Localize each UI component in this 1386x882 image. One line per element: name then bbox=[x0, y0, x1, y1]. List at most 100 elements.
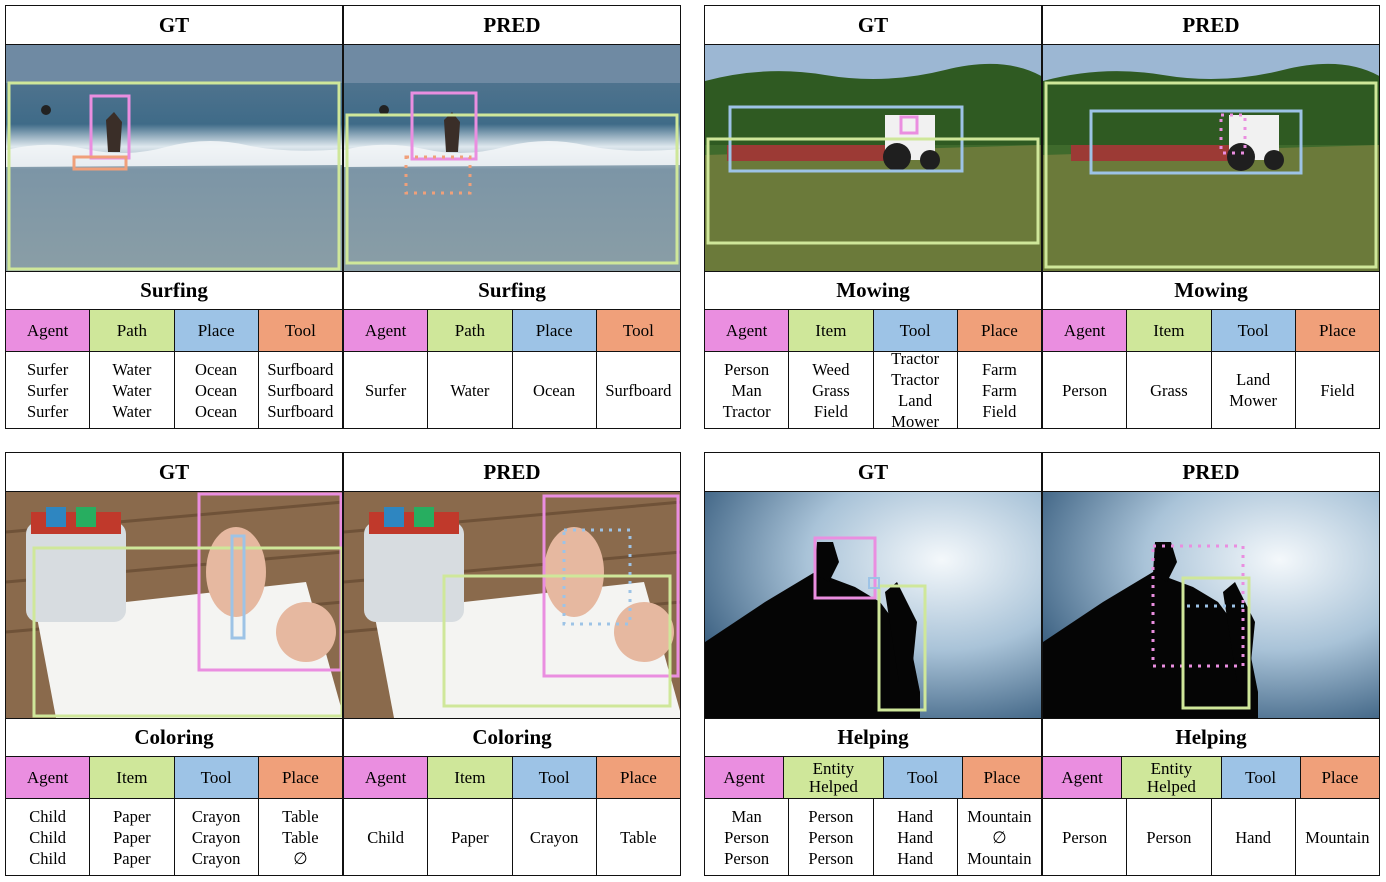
value-cell: Surfboard bbox=[605, 380, 672, 400]
value-cell: Person bbox=[1062, 380, 1108, 400]
value-cell: Water bbox=[450, 380, 490, 400]
value-cell: Surfer bbox=[27, 380, 69, 400]
role-cell: Place bbox=[512, 310, 597, 351]
value-cell: Farm bbox=[981, 359, 1017, 379]
value-cell: Paper bbox=[113, 806, 151, 826]
pred-image-coloring bbox=[343, 492, 681, 718]
pred-header: PRED bbox=[1042, 5, 1380, 45]
value-cell: Ocean bbox=[533, 380, 576, 400]
pred-header: PRED bbox=[343, 5, 681, 45]
value-cell: Person bbox=[724, 848, 770, 868]
value-cell: Crayon bbox=[529, 827, 579, 847]
role-cell: Agent bbox=[1043, 310, 1128, 351]
value-cell: Surfer bbox=[27, 401, 69, 421]
value-cell: Person bbox=[808, 827, 854, 847]
role-cell: Tool bbox=[258, 310, 342, 351]
value-cell: Child bbox=[367, 827, 404, 847]
role-cell: Path bbox=[428, 310, 513, 351]
role-cell: Item bbox=[428, 757, 513, 798]
surfing-scene bbox=[344, 45, 680, 271]
pred-image-mowing bbox=[1042, 45, 1380, 271]
role-cell: Agent bbox=[344, 757, 429, 798]
pred-caption: Mowing bbox=[1042, 271, 1380, 310]
gt-header: GT bbox=[5, 452, 343, 492]
gt-image-helping bbox=[704, 492, 1042, 718]
value-cell: Hand bbox=[897, 806, 933, 826]
pred-image-surfing bbox=[343, 45, 681, 271]
value-cell: Water bbox=[112, 380, 152, 400]
value-cell: Grass bbox=[1150, 380, 1188, 400]
helping-scene bbox=[1043, 492, 1379, 718]
value-cell: Paper bbox=[113, 848, 151, 868]
value-cell: Hand bbox=[897, 848, 933, 868]
value-cell: Hand bbox=[1235, 827, 1271, 847]
value-column: Mountain∅Mountain bbox=[958, 799, 1041, 875]
pred-boxes bbox=[442, 494, 680, 708]
pred-header: PRED bbox=[343, 452, 681, 492]
pred-boxes bbox=[345, 91, 679, 265]
gt-header: GT bbox=[5, 5, 343, 45]
value-cell: Paper bbox=[451, 827, 489, 847]
gt-column: GT Surf bbox=[5, 5, 343, 429]
value-cell: Ocean bbox=[195, 359, 238, 379]
value-cell: Water bbox=[112, 401, 152, 421]
role-cell: Tool bbox=[596, 310, 680, 351]
value-cell: Surfer bbox=[365, 380, 407, 400]
gt-image-coloring bbox=[5, 492, 343, 718]
value-cell: Crayon bbox=[191, 806, 241, 826]
role-cell: Place bbox=[1295, 310, 1379, 351]
value-column: Hand bbox=[1212, 799, 1296, 875]
value-cell: Land Mower bbox=[891, 391, 939, 431]
role-cell: Place bbox=[957, 310, 1041, 351]
gt-boxes bbox=[813, 536, 927, 712]
role-cell: Tool bbox=[1211, 310, 1296, 351]
gt-caption: Helping bbox=[704, 718, 1042, 757]
value-cell: Ocean bbox=[195, 401, 238, 421]
value-cell: Man bbox=[731, 806, 762, 826]
pred-image-helping bbox=[1042, 492, 1380, 718]
gt-boxes bbox=[32, 492, 342, 718]
role-cell: Agent bbox=[6, 310, 91, 351]
value-cell: Child bbox=[29, 827, 66, 847]
value-cell: Surfboard bbox=[267, 401, 334, 421]
pred-value-row: Surfer Water Ocean Surfboard bbox=[343, 352, 681, 429]
value-cell: Table bbox=[620, 827, 657, 847]
role-cell: Place bbox=[1300, 757, 1379, 798]
pred-header: PRED bbox=[1042, 452, 1380, 492]
value-cell: Tractor bbox=[891, 370, 940, 389]
value-cell: Person bbox=[808, 848, 854, 868]
value-column: Table bbox=[597, 799, 680, 875]
gt-caption: Mowing bbox=[704, 271, 1042, 310]
value-cell: ∅ bbox=[293, 848, 308, 868]
value-cell: Surfboard bbox=[267, 359, 334, 379]
value-cell: Hand bbox=[897, 827, 933, 847]
value-cell: Tractor bbox=[891, 349, 940, 368]
value-column: Person bbox=[1127, 799, 1212, 875]
value-column: Ocean bbox=[513, 352, 597, 428]
helping-scene bbox=[705, 492, 1041, 718]
pred-boxes bbox=[1151, 544, 1251, 710]
role-cell: Tool bbox=[512, 757, 597, 798]
role-cell: Agent bbox=[705, 757, 785, 798]
value-column: Mountain bbox=[1296, 799, 1379, 875]
